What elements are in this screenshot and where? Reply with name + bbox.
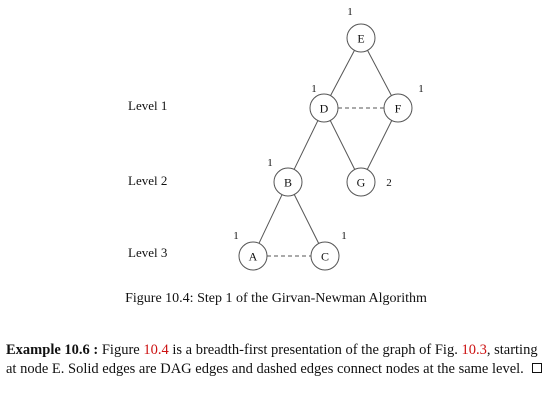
- node-circle: [238, 241, 268, 271]
- node-f: F1: [383, 83, 424, 123]
- node-path-count: 1: [267, 157, 273, 169]
- edge-e-d-solid: [330, 50, 355, 96]
- node-c: C1: [310, 230, 347, 271]
- example-text-3: , starting at node E. Solid edges are DA…: [6, 342, 538, 377]
- node-path-count: 1: [418, 83, 424, 95]
- edge-b-c-solid: [293, 194, 320, 244]
- node-label: F: [395, 102, 402, 116]
- edge-d-g-solid: [329, 120, 356, 170]
- node-circle: [273, 167, 303, 197]
- example-text-1: Figure: [98, 342, 144, 358]
- example-text-2: is a breadth-first presentation of the g…: [168, 342, 462, 358]
- figure-caption: Figure 10.4: Step 1 of the Girvan-Newman…: [125, 291, 427, 306]
- edge-e-f-solid: [367, 50, 392, 96]
- node-path-count: 1: [311, 83, 317, 95]
- node-e: E1: [346, 6, 376, 53]
- node-label: C: [321, 250, 329, 264]
- node-circle: [346, 167, 376, 197]
- edge-d-b-solid: [293, 120, 319, 170]
- node-label: G: [357, 176, 366, 190]
- example-paragraph: Example 10.6 : Figure 10.4 is a breadth-…: [6, 341, 548, 379]
- end-of-example-icon: [531, 363, 542, 373]
- node-label: D: [320, 102, 329, 116]
- node-b: B1: [267, 157, 303, 197]
- node-circle: [309, 93, 339, 123]
- node-label: E: [357, 32, 364, 46]
- example-heading: Example 10.6 :: [6, 342, 99, 358]
- node-circle: [383, 93, 413, 123]
- node-path-count: 2: [386, 177, 392, 189]
- node-a: A1: [233, 230, 268, 271]
- node-d: D1: [309, 83, 339, 123]
- figure-reference-link[interactable]: 10.4: [143, 342, 169, 358]
- node-label: A: [249, 250, 258, 264]
- node-path-count: 1: [347, 6, 353, 18]
- edge-b-a-solid: [258, 194, 283, 244]
- node-circle: [310, 241, 340, 271]
- node-circle: [346, 23, 376, 53]
- level-2-label: Level 2: [128, 173, 168, 188]
- node-path-count: 1: [233, 230, 239, 242]
- edge-f-g-solid: [366, 120, 393, 170]
- figure-reference-link-2[interactable]: 10.3: [461, 342, 487, 358]
- level-1-label: Level 1: [128, 98, 168, 113]
- node-label: B: [284, 176, 292, 190]
- level-3-label: Level 3: [128, 245, 168, 260]
- node-path-count: 1: [341, 230, 347, 242]
